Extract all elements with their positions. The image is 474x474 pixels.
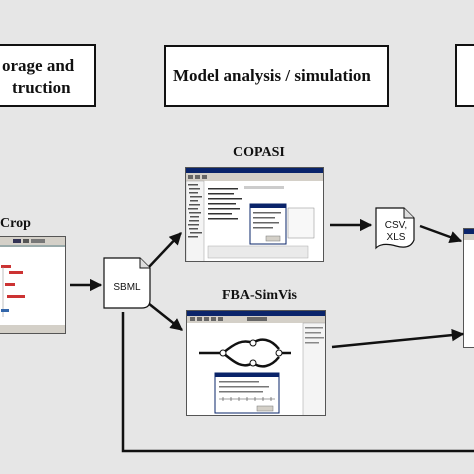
crop-title: Crop xyxy=(0,216,31,231)
arrow-sbml-to-copasi xyxy=(147,232,182,269)
csv-file-label-line1: CSV, xyxy=(385,220,407,231)
copasi-screenshot-graphic xyxy=(186,168,323,261)
storage-header-line2: truction xyxy=(12,78,71,97)
fba-simvis-screenshot-graphic xyxy=(187,311,325,415)
crop-screenshot xyxy=(0,236,66,334)
right-screenshot-graphic xyxy=(464,229,474,240)
copasi-title: COPASI xyxy=(233,145,285,160)
model-analysis-header: Model analysis / simulation xyxy=(164,45,389,107)
arrow-csv-to-right xyxy=(419,224,463,244)
model-analysis-header-text: Model analysis / simulation xyxy=(173,66,371,85)
arrow-sbml-to-fba xyxy=(147,302,183,331)
right-screenshot-partial xyxy=(463,228,474,348)
feedback-line xyxy=(121,312,474,453)
sbml-file-icon: SBML xyxy=(103,257,151,309)
csv-xls-file-icon: CSV, XLS xyxy=(375,207,415,250)
csv-file-label-line2: XLS xyxy=(387,232,406,243)
fba-simvis-title: FBA-SimVis xyxy=(222,288,297,303)
sbml-file-label: SBML xyxy=(113,282,141,293)
storage-header-line1: orage and xyxy=(2,56,75,75)
arrow-fba-to-right xyxy=(331,328,465,349)
right-header xyxy=(455,44,474,107)
storage-construction-header: orage and truction xyxy=(0,44,96,107)
fba-simvis-screenshot xyxy=(186,310,326,416)
crop-screenshot-graphic xyxy=(0,237,65,333)
copasi-screenshot xyxy=(185,167,324,262)
